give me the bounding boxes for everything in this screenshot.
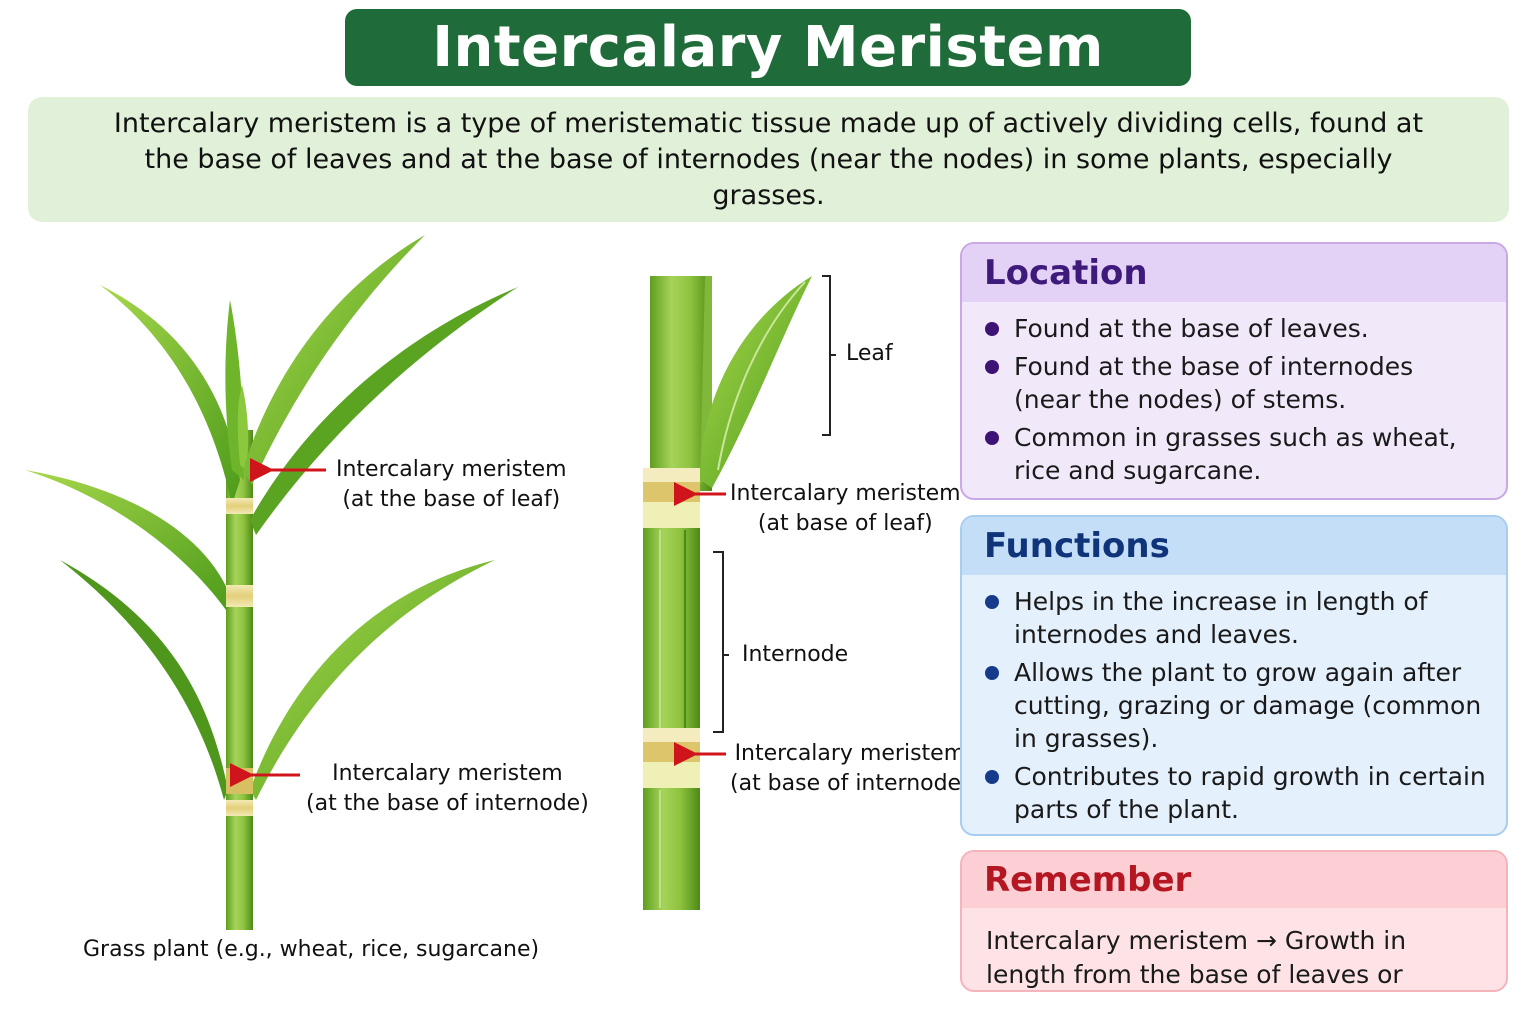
bullet-icon bbox=[985, 595, 999, 609]
center-leaf-blade bbox=[700, 276, 812, 488]
center-node-2-top bbox=[643, 728, 700, 742]
center-node-2-bottom bbox=[643, 762, 700, 788]
center-internode bbox=[643, 528, 700, 743]
title-banner: Intercalary Meristem bbox=[345, 9, 1191, 86]
leaf-lower-left bbox=[60, 560, 228, 800]
internode-bracket bbox=[713, 551, 729, 733]
leaf-label: Leaf bbox=[846, 341, 893, 366]
bullet-icon bbox=[985, 666, 999, 680]
bullet-icon bbox=[985, 322, 999, 336]
leaf-bracket bbox=[822, 275, 836, 436]
list-item: Found at the base of internodes (near th… bbox=[982, 350, 1486, 416]
location-panel: Location Found at the base of leaves. Fo… bbox=[960, 242, 1508, 500]
grass-plant-caption: Grass plant (e.g., wheat, rice, sugarcan… bbox=[83, 937, 540, 962]
remember-panel: Remember Intercalary meristem → Growth i… bbox=[960, 850, 1508, 992]
page-title: Intercalary Meristem bbox=[432, 15, 1104, 80]
leaf-mid-left bbox=[25, 470, 232, 610]
list-item: Contributes to rapid growth in certain p… bbox=[982, 760, 1486, 826]
node-upper bbox=[226, 498, 253, 514]
center-meristem-leaf bbox=[643, 482, 700, 502]
list-item: Allows the plant to grow again after cut… bbox=[982, 656, 1486, 755]
functions-panel: Functions Helps in the increase in lengt… bbox=[960, 515, 1508, 836]
node-meristem-internode bbox=[226, 768, 253, 794]
center-node-1-top bbox=[643, 468, 700, 482]
center-node-1-bottom bbox=[643, 502, 700, 528]
remember-text: Intercalary meristem → Growth in length … bbox=[986, 926, 1407, 989]
center-meristem-internode bbox=[643, 742, 700, 762]
grass-plant bbox=[25, 235, 518, 930]
left-leaf-meristem-label: Intercalary meristem (at the base of lea… bbox=[336, 457, 567, 512]
node-lower bbox=[226, 800, 253, 816]
bullet-icon bbox=[985, 770, 999, 784]
center-leaf-meristem-label: Intercalary meristem (at base of leaf) bbox=[730, 481, 961, 536]
list-item: Common in grasses such as wheat, rice an… bbox=[982, 421, 1486, 487]
enlarged-stem bbox=[643, 275, 836, 910]
list-item: Found at the base of leaves. bbox=[982, 312, 1486, 345]
internode-label: Internode bbox=[742, 642, 849, 667]
bullet-icon bbox=[985, 431, 999, 445]
leaf-upper-left bbox=[100, 285, 240, 505]
leaf-spike-center bbox=[237, 385, 249, 470]
functions-heading: Functions bbox=[962, 517, 1506, 575]
left-internode-meristem-label: Intercalary meristem (at the base of int… bbox=[306, 761, 589, 816]
list-item: Helps in the increase in length of inter… bbox=[982, 585, 1486, 651]
center-lower-stem bbox=[643, 788, 700, 910]
location-heading: Location bbox=[962, 244, 1506, 302]
center-internode-meristem-label: Intercalary meristem (at base of interno… bbox=[730, 741, 970, 796]
node-middle bbox=[226, 585, 253, 607]
location-list: Found at the base of leaves. Found at th… bbox=[982, 312, 1486, 487]
functions-list: Helps in the increase in length of inter… bbox=[982, 585, 1486, 826]
remember-heading: Remember bbox=[962, 852, 1506, 908]
definition-text: Intercalary meristem is a type of merist… bbox=[113, 107, 1424, 211]
definition-box: Intercalary meristem is a type of merist… bbox=[28, 97, 1509, 222]
bullet-icon bbox=[985, 360, 999, 374]
